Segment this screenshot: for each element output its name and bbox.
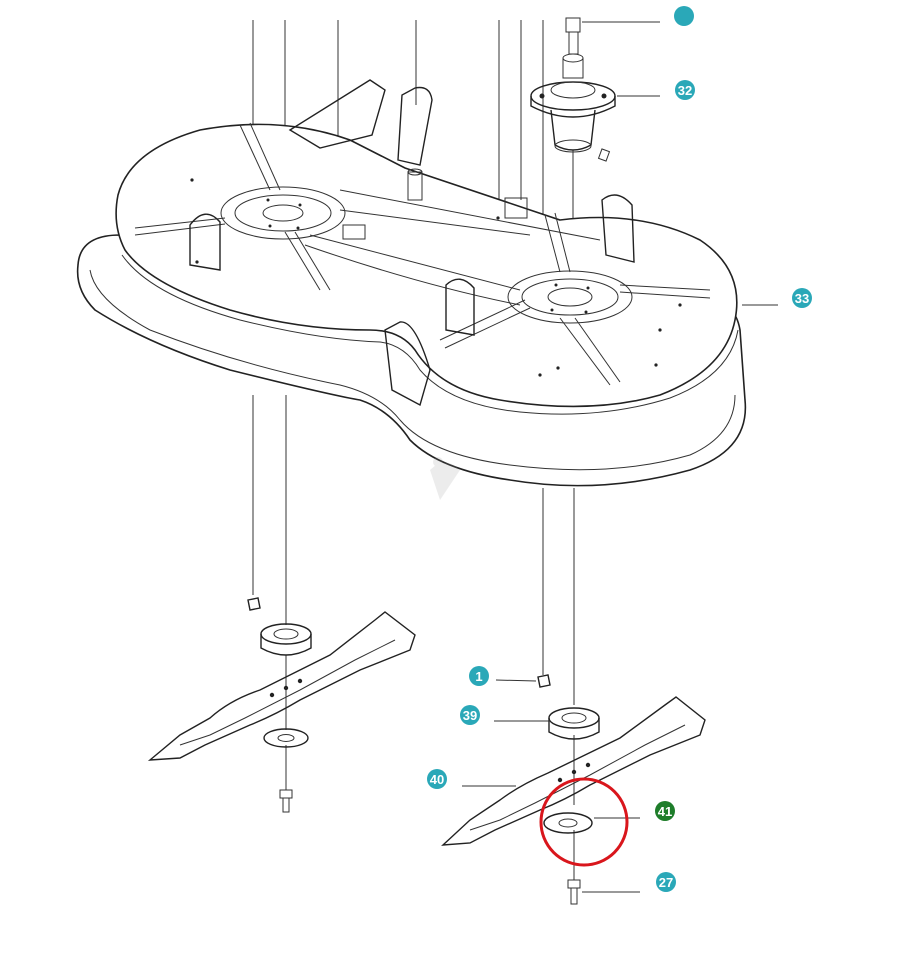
right-blade-set [441, 674, 706, 905]
highlight-circle [539, 777, 629, 867]
callout-label: 32 [678, 83, 692, 98]
left-blade-set [147, 597, 416, 813]
callout-33[interactable]: 33 [792, 288, 812, 308]
callout-39[interactable]: 39 [460, 705, 480, 725]
callout-label: 39 [463, 708, 477, 723]
callout-27[interactable]: 27 [656, 872, 676, 892]
spindle-assembly [530, 17, 616, 162]
leader-lines [462, 21, 778, 893]
callout-label: 1 [475, 669, 482, 684]
mower-deck [76, 79, 747, 487]
callout-label: 40 [430, 772, 444, 787]
callout-top[interactable] [674, 6, 694, 26]
callout-41[interactable]: 41 [655, 801, 675, 821]
callout-label: 27 [659, 875, 673, 890]
callout-32[interactable]: 32 [675, 80, 695, 100]
callout-40[interactable]: 40 [427, 769, 447, 789]
callout-label: 33 [795, 291, 809, 306]
watermark-logo-icon [430, 457, 460, 500]
callout-1[interactable]: 1 [469, 666, 489, 686]
assembly-lines-top [252, 20, 574, 290]
callout-label: 41 [658, 804, 672, 819]
